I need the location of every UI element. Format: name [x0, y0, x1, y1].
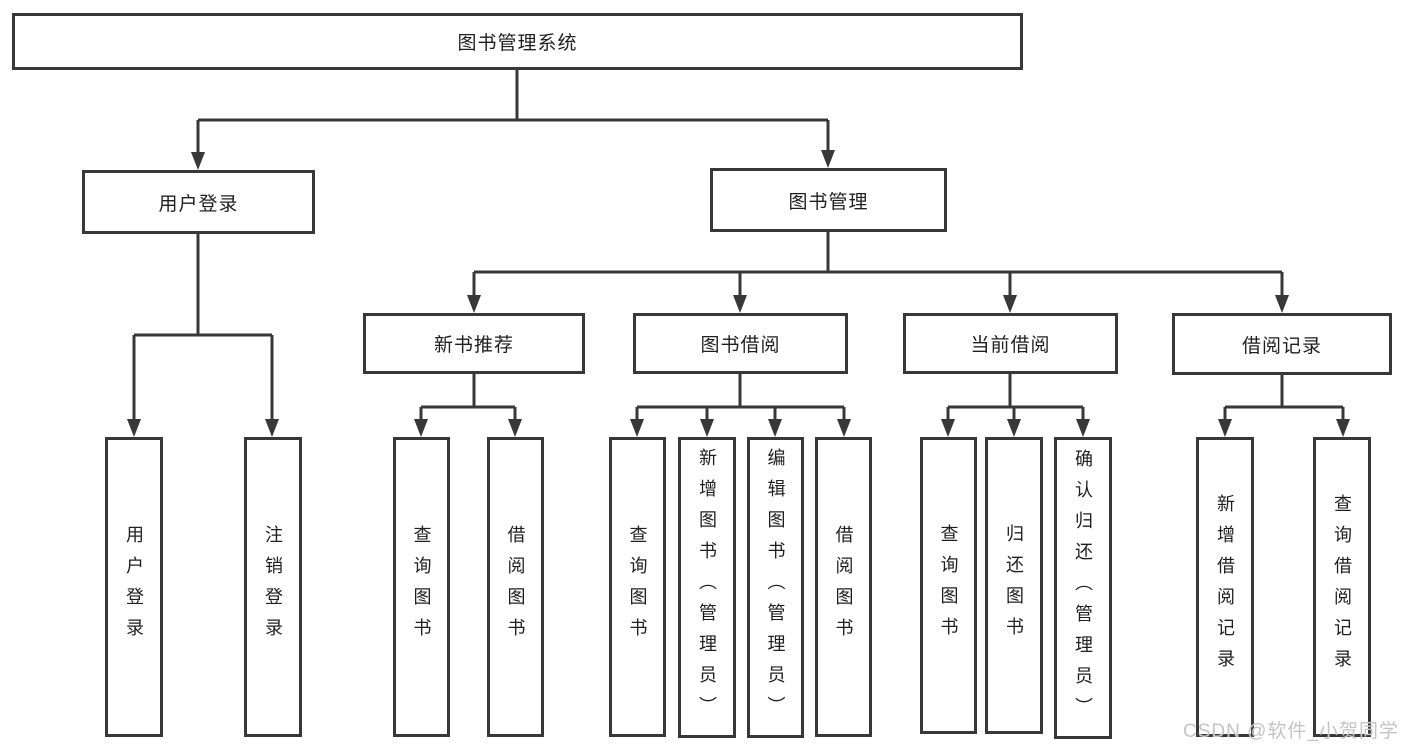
node-book-management: 图书管理	[710, 168, 947, 232]
leaf-label: 新增借阅记录	[1215, 494, 1235, 680]
leaf-label: 确认归还（管理员）	[1073, 448, 1093, 728]
node-label: 用户登录	[158, 193, 239, 215]
leaf-add-book-admin: 新增图书（管理员）	[678, 437, 736, 738]
leaf-label: 借阅图书	[833, 525, 854, 649]
node-label: 图书借阅	[700, 335, 781, 356]
node-current-borrow: 当前借阅	[903, 313, 1118, 374]
csdn-watermark: CSDN @软件_小贺同学	[1183, 721, 1399, 742]
leaf-confirm-return-admin: 确认归还（管理员）	[1054, 437, 1112, 739]
leaf-label: 查询图书	[627, 525, 648, 649]
leaf-label: 查询图书	[411, 525, 432, 649]
leaf-label: 编辑图书（管理员）	[765, 448, 786, 727]
node-user-login: 用户登录	[82, 170, 315, 234]
leaf-user-login: 用户登录	[105, 437, 163, 737]
leaf-borrow-books-1: 借阅图书	[487, 437, 544, 737]
node-borrow-records: 借阅记录	[1172, 313, 1392, 375]
leaf-logout: 注销登录	[244, 437, 302, 737]
node-label: 图书管理	[788, 191, 869, 213]
node-library-management-system: 图书管理系统	[12, 13, 1023, 70]
leaf-label: 用户登录	[124, 525, 144, 649]
leaf-label: 查询图书	[938, 523, 959, 648]
node-new-book-recommend: 新书推荐	[363, 313, 585, 374]
leaf-label: 注销登录	[263, 525, 283, 649]
leaf-add-borrow-record: 新增借阅记录	[1196, 437, 1254, 737]
leaf-query-books-2: 查询图书	[609, 437, 666, 737]
leaf-edit-book-admin: 编辑图书（管理员）	[747, 437, 804, 738]
leaf-borrow-books-2: 借阅图书	[815, 437, 872, 737]
node-label: 图书管理系统	[457, 33, 578, 54]
leaf-label: 归还图书	[1004, 523, 1024, 648]
node-book-borrow: 图书借阅	[633, 313, 848, 374]
leaf-label: 查询借阅记录	[1332, 494, 1352, 680]
leaf-label: 借阅图书	[505, 525, 526, 649]
leaf-return-book: 归还图书	[985, 437, 1043, 734]
leaf-query-books-3: 查询图书	[920, 437, 977, 734]
node-label: 当前借阅	[970, 335, 1051, 356]
leaf-query-books-1: 查询图书	[393, 437, 450, 737]
leaf-query-borrow-record: 查询借阅记录	[1313, 437, 1371, 737]
leaf-label: 新增图书（管理员）	[697, 448, 717, 727]
node-label: 借阅记录	[1241, 335, 1322, 357]
node-label: 新书推荐	[433, 335, 514, 356]
